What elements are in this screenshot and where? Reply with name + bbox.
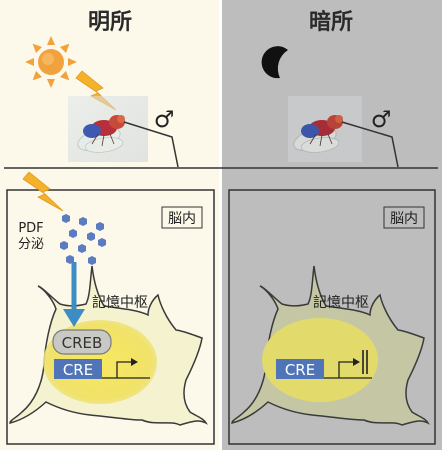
- secretion-label: 分泌: [18, 237, 44, 252]
- creb-box: [52, 329, 112, 355]
- moon-icon: [261, 46, 288, 79]
- peptide-icon: [66, 255, 74, 264]
- memory-center-label: 記憶中枢: [313, 294, 369, 311]
- peptide-icon: [98, 238, 106, 247]
- peptide-icon: [78, 244, 86, 253]
- peptide-icon: [60, 241, 68, 250]
- male-symbol: ♂: [154, 107, 175, 133]
- male-symbol: ♂: [371, 107, 392, 133]
- fly-stand: [123, 121, 179, 168]
- brain-label-box: [383, 206, 425, 229]
- creb-label: CREB: [62, 334, 103, 352]
- dark-panel-title: 暗所: [309, 9, 353, 35]
- peptide-icon: [96, 222, 104, 231]
- fly-stand: [341, 121, 399, 168]
- lightning-icon: [22, 171, 64, 212]
- cre-label: CRE: [285, 361, 315, 379]
- peptide-icon: [69, 229, 77, 238]
- transcription-arrow-head: [131, 358, 138, 366]
- brain-label: 脳内: [168, 211, 196, 227]
- sun-icon: [25, 36, 77, 88]
- pdf-label: PDF: [18, 221, 43, 236]
- transcription-arrow: [116, 361, 132, 378]
- light-brain-box: 脳内 記憶中枢 PDF 分泌 CRE: [6, 171, 215, 445]
- transcription-arrow-head: [353, 358, 360, 366]
- peptide-icon: [79, 217, 87, 226]
- cre-label: CRE: [63, 361, 93, 379]
- dark-brain-box: 脳内 記憶中枢 CRE: [228, 189, 436, 445]
- brain-label: 脳内: [390, 211, 418, 227]
- peptide-icon: [87, 232, 95, 241]
- block-bar-icon: [362, 350, 368, 374]
- peptide-icon: [62, 214, 70, 223]
- transcription-arrow: [338, 361, 354, 378]
- cre-box: [54, 359, 102, 379]
- pdf-signal-arrow: [63, 262, 85, 327]
- memory-center-label: 記憶中枢: [92, 294, 148, 311]
- fly-image: [288, 96, 362, 162]
- fly-image: [68, 96, 148, 162]
- peptide-icon: [88, 256, 96, 265]
- pdf-peptide-cluster: [60, 214, 106, 265]
- brain-label-box: [161, 206, 203, 229]
- light-panel-title: 明所: [88, 10, 132, 35]
- cre-box: [276, 359, 324, 379]
